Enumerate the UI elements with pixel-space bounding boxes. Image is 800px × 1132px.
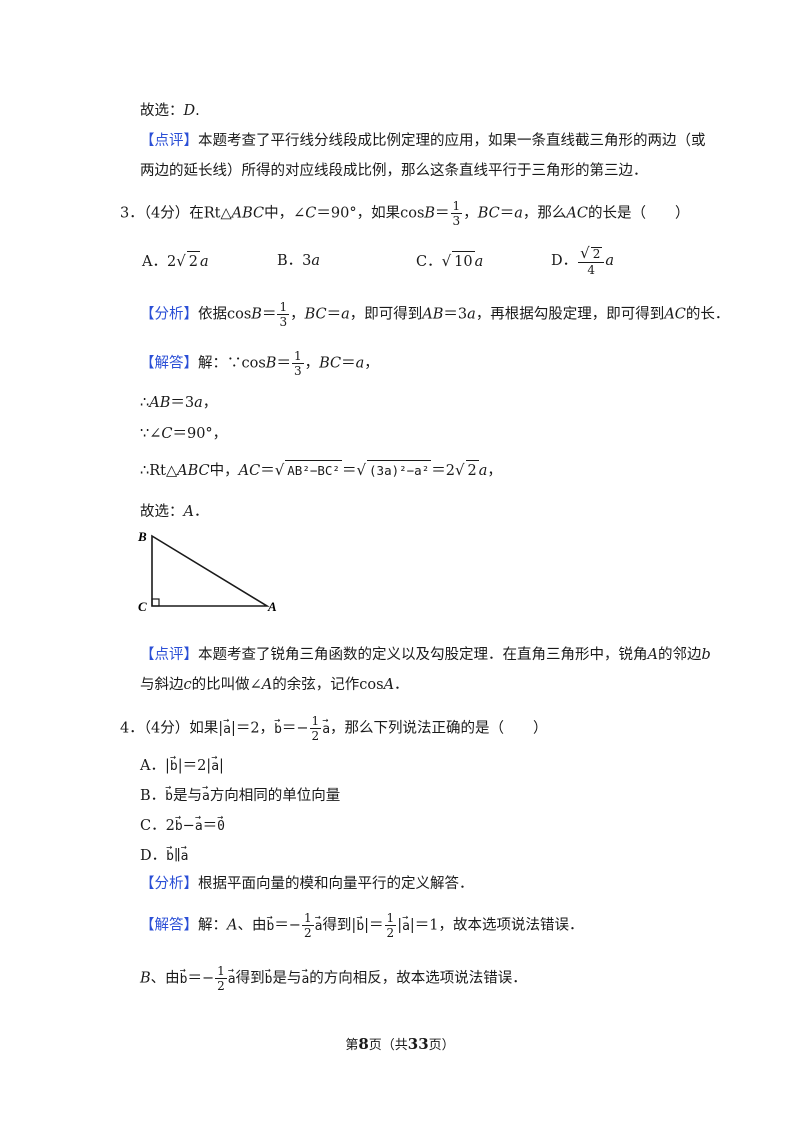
choice-line-q3: 故选：A． bbox=[140, 504, 209, 520]
total-pages: 33 bbox=[407, 1035, 429, 1053]
solution-q3-line2: ∴AB＝3a， bbox=[140, 395, 218, 411]
comment-tag: 【点评】 bbox=[140, 647, 198, 663]
option-c-q4: C．2b−a＝0 bbox=[140, 808, 225, 837]
vertex-label-b: B bbox=[137, 529, 147, 544]
right-angle-mark bbox=[151, 598, 160, 607]
option-b-q4: B．b是与a方向相同的单位向量 bbox=[140, 778, 340, 807]
current-page: 8 bbox=[358, 1035, 369, 1053]
solution-q4-line1: 【解答】解：A、由b＝−12a得到|b|＝12|a|＝1，故本选项说法错误． bbox=[140, 908, 584, 940]
solution-tag: 【解答】 bbox=[140, 355, 198, 372]
solution-q3-line3: ∵∠C＝90°， bbox=[140, 426, 228, 442]
analysis-tag: 【分析】 bbox=[140, 306, 198, 323]
question-4-stem: 4．（4分）如果|a|＝2，b＝−12a，那么下列说法正确的是（ ） bbox=[120, 711, 548, 743]
comment-q2-line2: 两边的延长线）所得的对应线段成比例，那么这条直线平行于三角形的第三边． bbox=[140, 163, 648, 179]
comment-tag: 【点评】 bbox=[140, 133, 198, 149]
page-footer: 第8页（共33页） bbox=[345, 1035, 455, 1053]
option-d-q4: D．b∥a bbox=[140, 838, 189, 867]
right-triangle-figure: B C A bbox=[137, 529, 277, 614]
vertex-label-c: C bbox=[138, 599, 147, 614]
solution-q4-line2: B、由b＝−12a得到b是与a的方向相反，故本选项说法错误． bbox=[140, 961, 527, 993]
option-b: B．3a bbox=[277, 253, 321, 269]
option-a-q4: A．|b|＝2|a| bbox=[140, 748, 224, 777]
comment-q3-line1: 【点评】本题考查了锐角三角函数的定义以及勾股定理．在直角三角形中，锐角A的邻边b bbox=[140, 647, 711, 663]
comment-q2-line1: 【点评】本题考查了平行线分线段成比例定理的应用，如果一条直线截三角形的两边（或 bbox=[140, 133, 706, 149]
comment-q3-line2: 与斜边c的比叫做∠A的余弦，记作cosA． bbox=[140, 677, 409, 693]
solution-tag: 【解答】 bbox=[140, 917, 198, 934]
choice-line-q2: 故选：D. bbox=[140, 103, 200, 119]
analysis-tag: 【分析】 bbox=[140, 876, 198, 892]
vertex-label-a: A bbox=[267, 599, 277, 614]
analysis-q4: 【分析】根据平面向量的模和向量平行的定义解答． bbox=[140, 876, 474, 892]
